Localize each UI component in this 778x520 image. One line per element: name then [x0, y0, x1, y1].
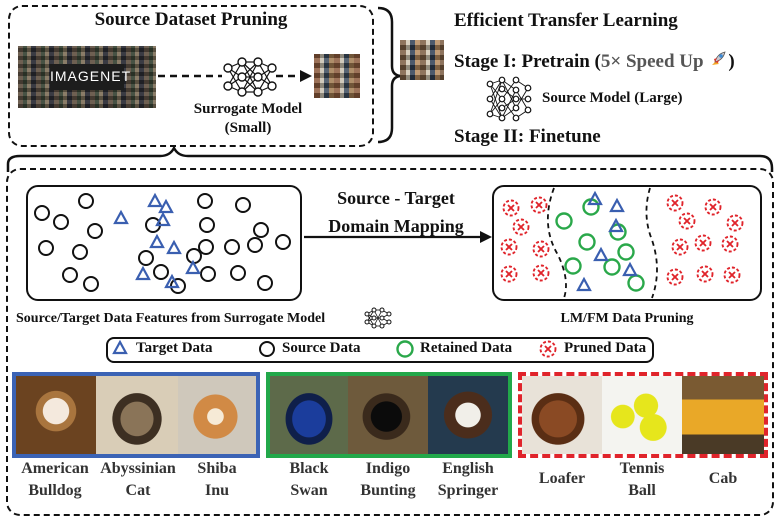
pruned-point — [678, 212, 696, 230]
pruned-x-circle-icon — [539, 340, 557, 358]
small-network-icon — [364, 307, 392, 329]
target-image-group — [12, 372, 260, 458]
class-caption-line2: Springer — [437, 482, 499, 499]
rocket-icon — [708, 49, 728, 69]
mapping-arrow-label-2: Domain Mapping — [328, 216, 464, 236]
cat-photo — [96, 376, 178, 454]
springer-photo — [428, 376, 508, 454]
class-caption-line1: Shiba — [197, 460, 237, 477]
transfer-title: Efficient Transfer Learning — [454, 10, 678, 31]
pruned-subset-mosaic — [314, 54, 360, 98]
class-caption-line1: English — [442, 460, 494, 477]
class-caption-line2: Cat — [125, 482, 151, 499]
pruned-point — [530, 196, 548, 214]
bunting-photo — [348, 376, 428, 454]
pruned-point — [666, 268, 684, 286]
class-caption-line1: American — [21, 460, 89, 477]
legend-retained-label: Retained Data — [420, 340, 513, 356]
stage1-prefix: Stage I: Pretrain ( — [454, 51, 601, 72]
legend-source-label: Source Data — [282, 340, 361, 356]
surrogate-network-icon — [223, 57, 277, 97]
class-caption-line1: Cab — [708, 470, 738, 487]
class-caption-line2: Bunting — [360, 482, 416, 499]
class-caption-line2: Swan — [290, 482, 328, 499]
source-model-network-icon — [486, 76, 532, 122]
pruned-point — [721, 235, 739, 253]
surrogate-label-line2: (Small) — [224, 120, 272, 136]
class-caption-line2: Bulldog — [28, 482, 82, 499]
class-caption-loafer: Loafer — [522, 468, 602, 490]
pruned-point — [502, 199, 520, 217]
cab-photo — [682, 376, 764, 454]
class-caption-line1: Indigo — [365, 460, 411, 477]
class-caption-line1: Abyssinian — [100, 460, 176, 477]
triangle-icon — [112, 339, 128, 355]
legend-icons — [112, 339, 557, 358]
feature-space-points — [34, 192, 291, 294]
pruning-result-caption: LM/FM Data Pruning — [560, 311, 694, 326]
lower-panel — [6, 168, 774, 516]
pruned-point — [696, 265, 714, 283]
retained-image-group — [266, 372, 512, 458]
pruned-point — [694, 234, 712, 252]
feature-space-box — [26, 185, 302, 301]
feature-space-caption-text: Source/Target Data Features from Surroga… — [16, 311, 326, 326]
pruned-point — [723, 266, 741, 284]
stage1-suffix: ) — [728, 51, 735, 72]
pruned-point — [704, 198, 722, 216]
pruned-point — [532, 264, 550, 282]
legend-target-label: Target Data — [136, 340, 213, 356]
swan-bird-photo — [270, 376, 348, 454]
stage2-label: Stage II: Finetune — [454, 126, 601, 147]
pruning-title: Source Dataset Pruning — [94, 9, 288, 30]
imagenet-mosaic: IMAGENET — [18, 46, 156, 108]
pruned-point — [512, 218, 530, 236]
legend — [106, 337, 654, 363]
green-circle-icon — [396, 340, 414, 358]
stage1-label: Stage I: Pretrain (5× Speed Up ) — [454, 49, 735, 73]
class-caption-line2: Inu — [204, 482, 230, 499]
pruned-point — [666, 194, 684, 212]
pruned-point — [500, 265, 518, 283]
legend-pruned-label: Pruned Data — [564, 340, 647, 356]
pretrain-mosaic — [400, 40, 444, 80]
class-caption-line1: Loafer — [538, 470, 586, 487]
surrogate-label-line1: Surrogate Model — [193, 101, 303, 117]
bulldog-photo — [16, 376, 96, 454]
surrogate-label: Surrogate Model (Small) — [170, 100, 326, 138]
circle-icon — [259, 341, 275, 357]
shiba-photo — [178, 376, 256, 454]
tennis-ball-photo — [602, 376, 682, 454]
pruned-point — [726, 214, 744, 232]
class-caption-line1: Tennis — [619, 460, 665, 477]
class-caption-line2: Ball — [628, 482, 656, 499]
stage1-speed: 5× Speed Up — [600, 51, 704, 72]
pruned-image-group — [518, 372, 768, 458]
pruned-point — [500, 238, 518, 256]
imagenet-logo: IMAGENET — [50, 68, 132, 84]
mapping-arrow-label-1: Source - Target — [337, 188, 455, 208]
pruning-result-points — [500, 187, 744, 299]
class-caption-cab: Cab — [682, 468, 764, 490]
pruning-result-box — [492, 185, 762, 301]
source-model-label: Source Model (Large) — [542, 90, 683, 106]
loafer-photo — [522, 376, 602, 454]
class-caption-line1: Black — [289, 460, 329, 477]
pruned-point — [532, 240, 550, 258]
feature-space-caption: Source/Target Data Features from Surroga… — [16, 311, 325, 327]
pruned-point — [671, 238, 689, 256]
